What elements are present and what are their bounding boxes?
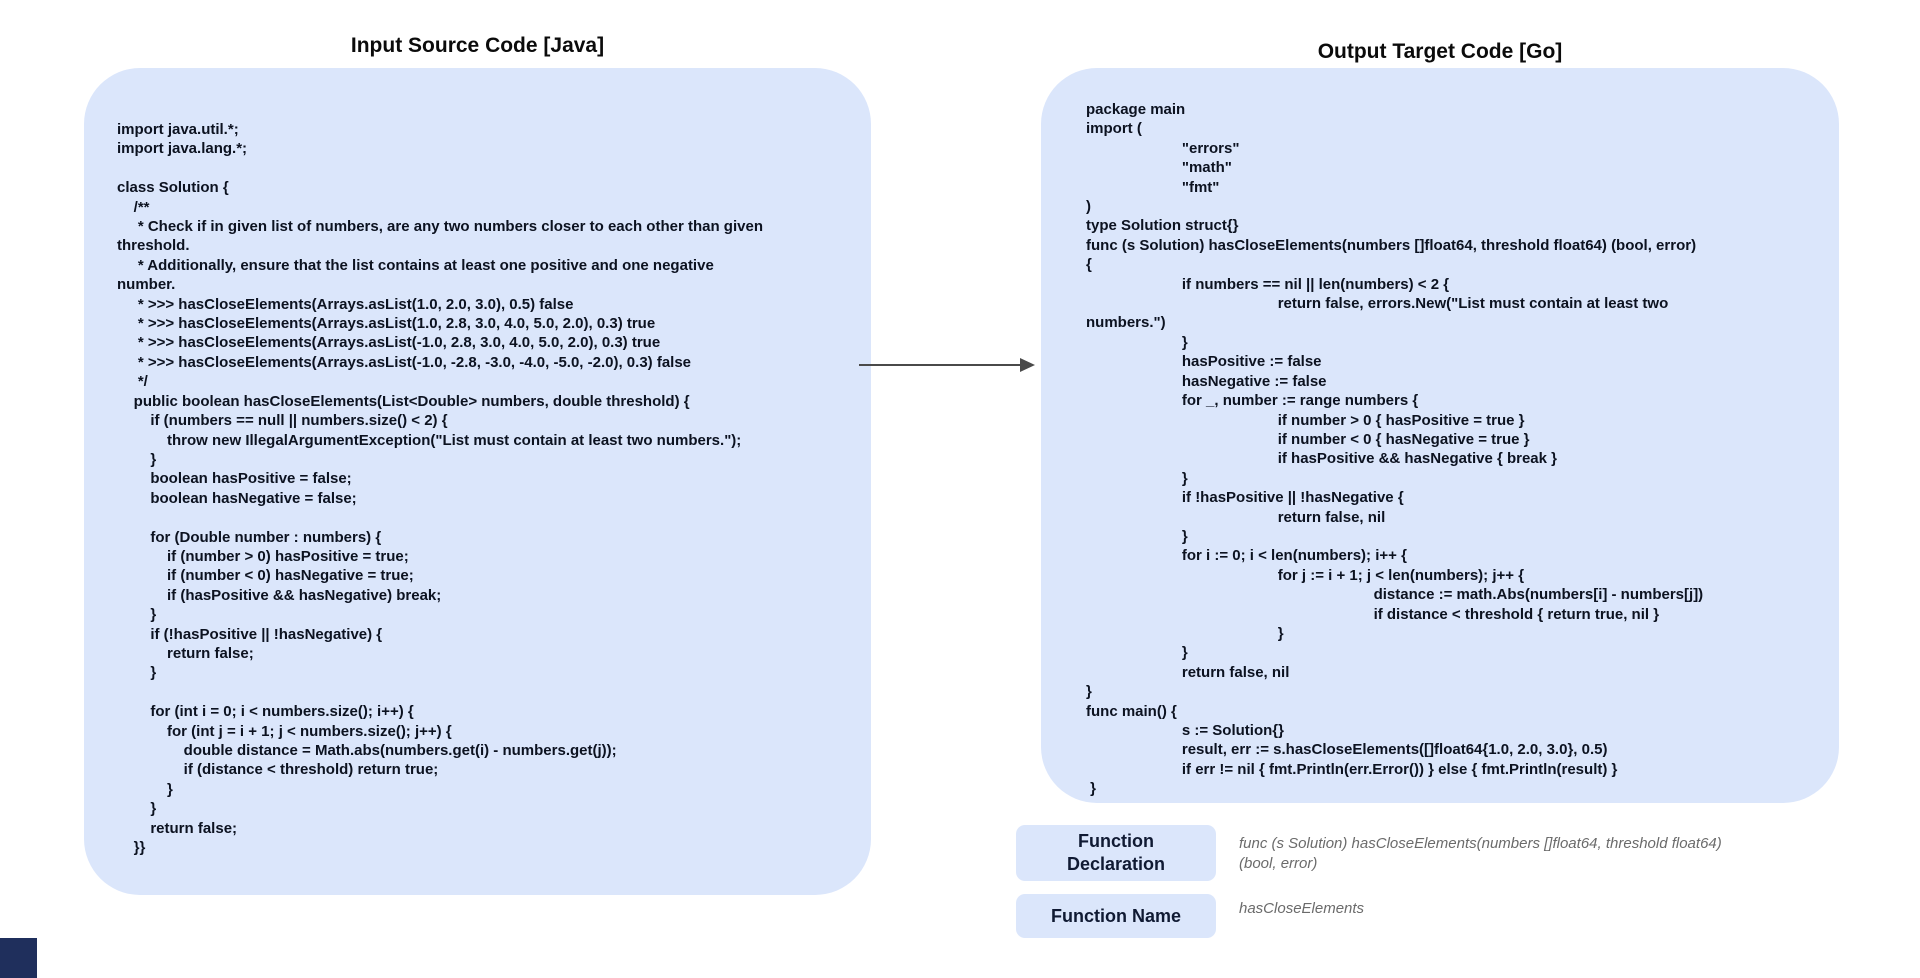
function-name-chip: Function Name: [1016, 894, 1216, 938]
translation-arrow: [859, 364, 1021, 366]
function-declaration-value: func (s Solution) hasCloseElements(numbe…: [1239, 835, 1722, 872]
function-declaration-chip: Function Declaration: [1016, 825, 1216, 881]
arrow-head-icon: [1020, 358, 1035, 372]
source-panel-title: Input Source Code [Java]: [350, 34, 605, 57]
source-code-panel: [84, 68, 871, 895]
source-code-text: import java.util.*; import java.lang.*; …: [117, 121, 763, 857]
function-name-value: hasCloseElements: [1239, 900, 1365, 917]
corner-accent-shape: [0, 938, 37, 978]
target-panel-title: Output Target Code [Go]: [1317, 40, 1563, 63]
target-code-text: package main import ( "errors" "math" "f…: [1086, 101, 1704, 798]
target-code-panel: [1041, 68, 1839, 803]
